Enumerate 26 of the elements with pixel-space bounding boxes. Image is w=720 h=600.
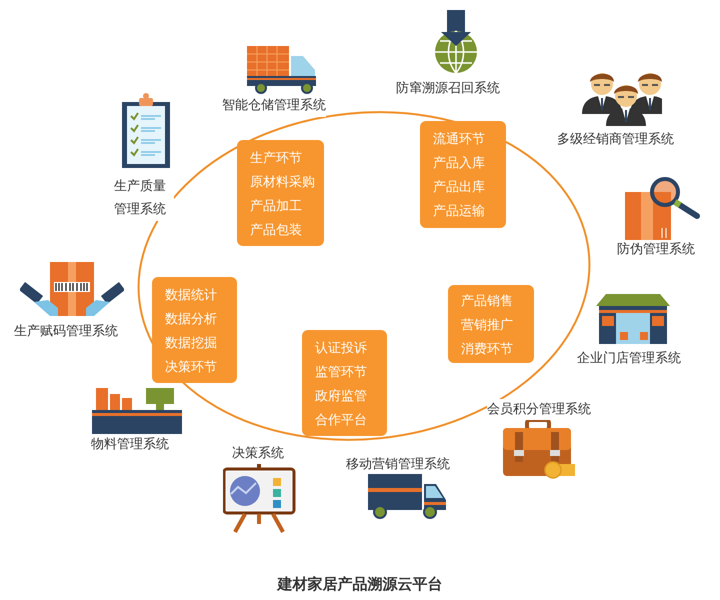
step-text: 产品销售 — [461, 293, 513, 311]
step-text: 数据挖掘 — [165, 335, 217, 353]
step-text: 合作平台 — [315, 412, 367, 430]
step-text: 数据分析 — [165, 311, 217, 329]
step-text: 产品加工 — [250, 198, 302, 216]
step-text: 产品运输 — [433, 203, 485, 221]
process-box — [237, 140, 324, 246]
step-text: 消费环节 — [461, 341, 513, 359]
step-text: 产品出库 — [433, 179, 485, 197]
step-text: 营销推广 — [461, 317, 513, 335]
step-text: 产品包装 — [250, 222, 302, 240]
process-box — [152, 277, 237, 383]
step-text: 监管环节 — [315, 364, 367, 382]
step-text: 产品入库 — [433, 155, 485, 173]
process-box — [448, 285, 534, 363]
system-label: 智能仓储管理系统 — [222, 95, 326, 117]
process-box — [302, 330, 387, 436]
process-box — [420, 121, 506, 228]
diagram-title: 建材家居产品溯源云平台 — [278, 575, 442, 593]
step-text: 政府监管 — [315, 388, 367, 406]
step-text: 流通环节 — [433, 131, 485, 149]
step-text: 原材料采购 — [250, 174, 315, 192]
step-text: 生产环节 — [250, 150, 302, 168]
step-text: 决策环节 — [165, 359, 217, 377]
step-text: 数据统计 — [165, 287, 217, 305]
step-text: 认证投诉 — [315, 340, 367, 358]
